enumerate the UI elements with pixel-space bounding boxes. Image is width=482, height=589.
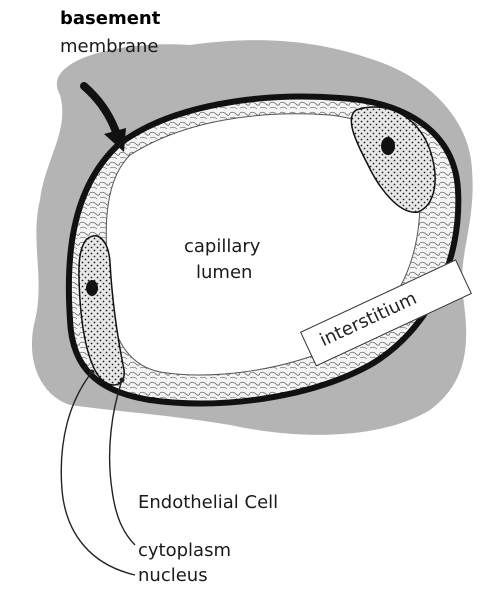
label-capillary: capillary [184, 236, 260, 258]
leader-dot-cytoplasm [120, 378, 125, 383]
label-cytoplasm: cytoplasm [138, 540, 231, 562]
leader-dot-nucleus [90, 370, 95, 375]
label-lumen: lumen [196, 262, 252, 284]
label-nucleus: nucleus [138, 565, 208, 587]
label-membrane: membrane [60, 36, 158, 58]
nucleus-left [86, 280, 98, 296]
label-basement: basement [60, 8, 160, 30]
nucleus-right [381, 137, 395, 155]
label-endothelial-cell: Endothelial Cell [138, 492, 278, 514]
